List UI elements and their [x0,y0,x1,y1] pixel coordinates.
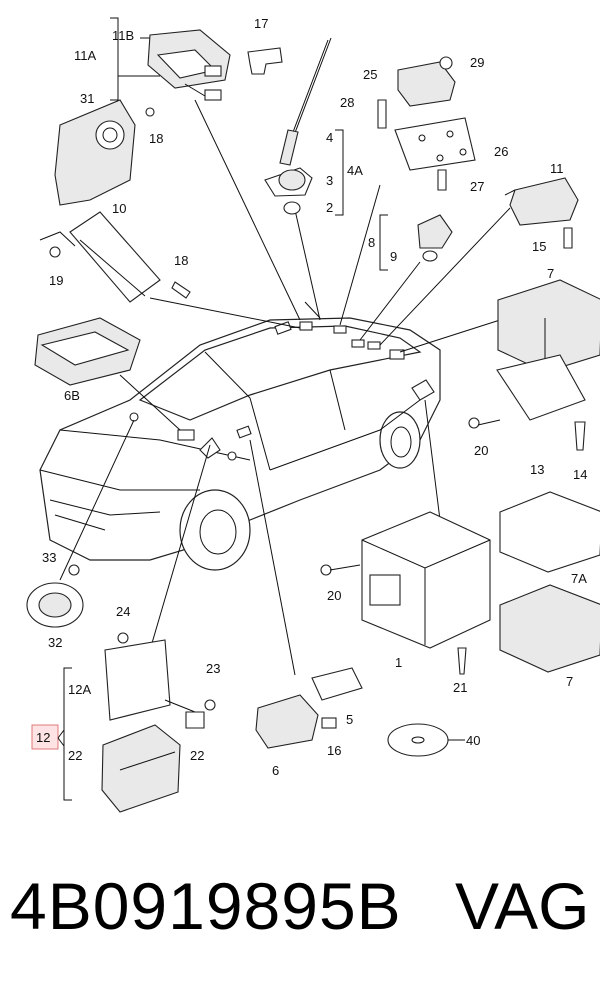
callout-7a: 7A [571,571,587,586]
car-illustration [39,317,441,571]
parts-diagram: 11B 11A 17 18 31 4 3 2 4A 25 29 28 26 27… [26,16,600,813]
part-1-holder [320,511,491,675]
part-40-disc [387,723,465,757]
callout-31: 31 [80,91,94,106]
callout-12-arrow [57,729,65,747]
callout-32: 32 [48,635,62,650]
callout-4: 4 [326,130,333,145]
callout-12a: 12A [68,682,91,697]
callout-25: 25 [363,67,377,82]
part-7a-frame [499,491,600,573]
callout-18-top: 18 [149,131,163,146]
callout-11b: 11B [112,28,134,43]
callout-17: 17 [254,16,268,31]
brand-name: VAG [455,869,590,943]
callout-18-mid: 18 [174,253,188,268]
callout-6: 6 [272,763,279,778]
callout-4a: 4A [347,163,363,178]
callout-6b: 6B [64,388,80,403]
callout-20-mid: 20 [327,588,341,603]
callout-14: 14 [573,467,587,482]
callout-12-highlight [31,724,59,750]
part-7-units [468,279,600,451]
part-4-antenna [264,37,344,216]
part-10-bracket [39,107,191,303]
part-6-switch [255,667,363,749]
callout-40: 40 [466,733,480,748]
callout-23: 23 [206,661,220,676]
callout-11a: 11A [74,48,96,63]
callout-9: 9 [390,249,397,264]
callout-22-right: 22 [190,748,204,763]
callout-21: 21 [453,680,467,695]
callout-11: 11 [550,161,564,176]
callout-2: 2 [326,200,333,215]
callout-3: 3 [326,173,333,188]
part-31-speaker [54,99,136,206]
callout-7-bottom: 7 [566,674,573,689]
callout-19: 19 [49,273,63,288]
part-32-speaker [26,564,84,628]
part-8-cap [379,214,453,271]
callout-10: 10 [112,201,126,216]
callout-22-left: 22 [68,748,82,763]
callout-27: 27 [470,179,484,194]
callout-20-right: 20 [474,443,488,458]
callout-26: 26 [494,144,508,159]
callout-1: 1 [395,655,402,670]
callout-15: 15 [532,239,546,254]
part-11-module [110,17,231,101]
part-6b-radio [34,317,141,386]
callout-12: 12 [36,730,50,745]
part-12-amplifier [63,632,216,813]
callout-33: 33 [42,550,56,565]
callout-13: 13 [530,462,544,477]
part-number: 4B0919895B [10,869,402,943]
callout-8: 8 [368,235,375,250]
callout-28: 28 [340,95,354,110]
part-11-sensor [504,177,579,249]
part-25-bracket [377,56,476,191]
callout-29: 29 [470,55,484,70]
part-17-clip [247,47,283,75]
callout-24: 24 [116,604,130,619]
callout-labels: 11B 11A 17 18 31 4 3 2 4A 25 29 28 26 27… [31,16,587,778]
callout-5: 5 [346,712,353,727]
leader-lines [59,99,511,676]
part-7-lower [499,584,600,673]
callout-16: 16 [327,743,341,758]
callout-7-top: 7 [547,266,554,281]
